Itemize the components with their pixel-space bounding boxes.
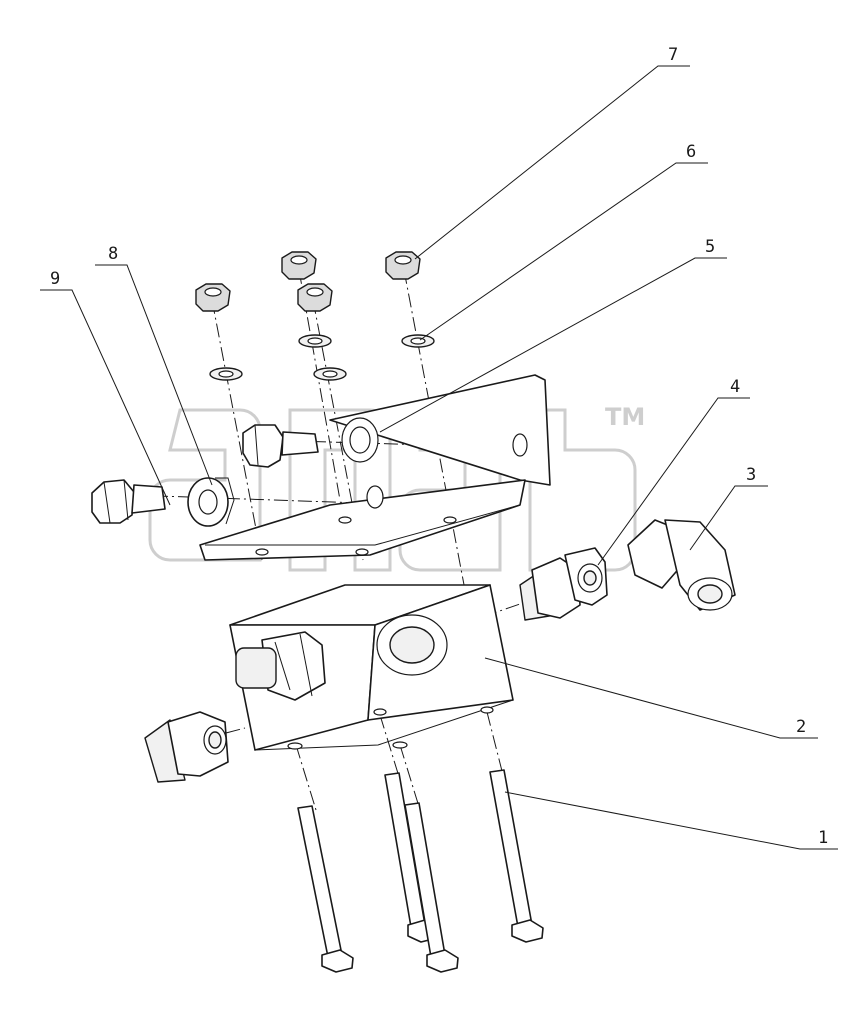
leader-lines — [40, 65, 838, 850]
trademark-mark: TM — [605, 403, 645, 431]
callout-2: 2 — [796, 717, 806, 737]
callout-labels: 1 2 3 4 5 6 7 8 9 — [50, 45, 828, 848]
long-bolts — [297, 769, 544, 973]
callout-4: 4 — [730, 377, 740, 397]
bracket-plate — [199, 374, 551, 561]
block-plug — [235, 631, 326, 701]
callout-9: 9 — [50, 269, 60, 289]
connector-fitting — [519, 547, 608, 621]
hex-bolt-left — [91, 479, 166, 524]
spacer-ring — [187, 477, 235, 527]
callout-5: 5 — [705, 237, 715, 257]
elbow-fitting — [627, 519, 736, 611]
callout-3: 3 — [746, 465, 756, 485]
callout-6: 6 — [686, 142, 696, 162]
hex-bolt-upper — [242, 424, 319, 468]
callout-1: 1 — [818, 828, 828, 848]
callout-7: 7 — [668, 45, 678, 65]
port-fitting-left — [144, 711, 229, 783]
nuts-and-washers — [195, 251, 435, 381]
callout-8: 8 — [108, 244, 118, 264]
